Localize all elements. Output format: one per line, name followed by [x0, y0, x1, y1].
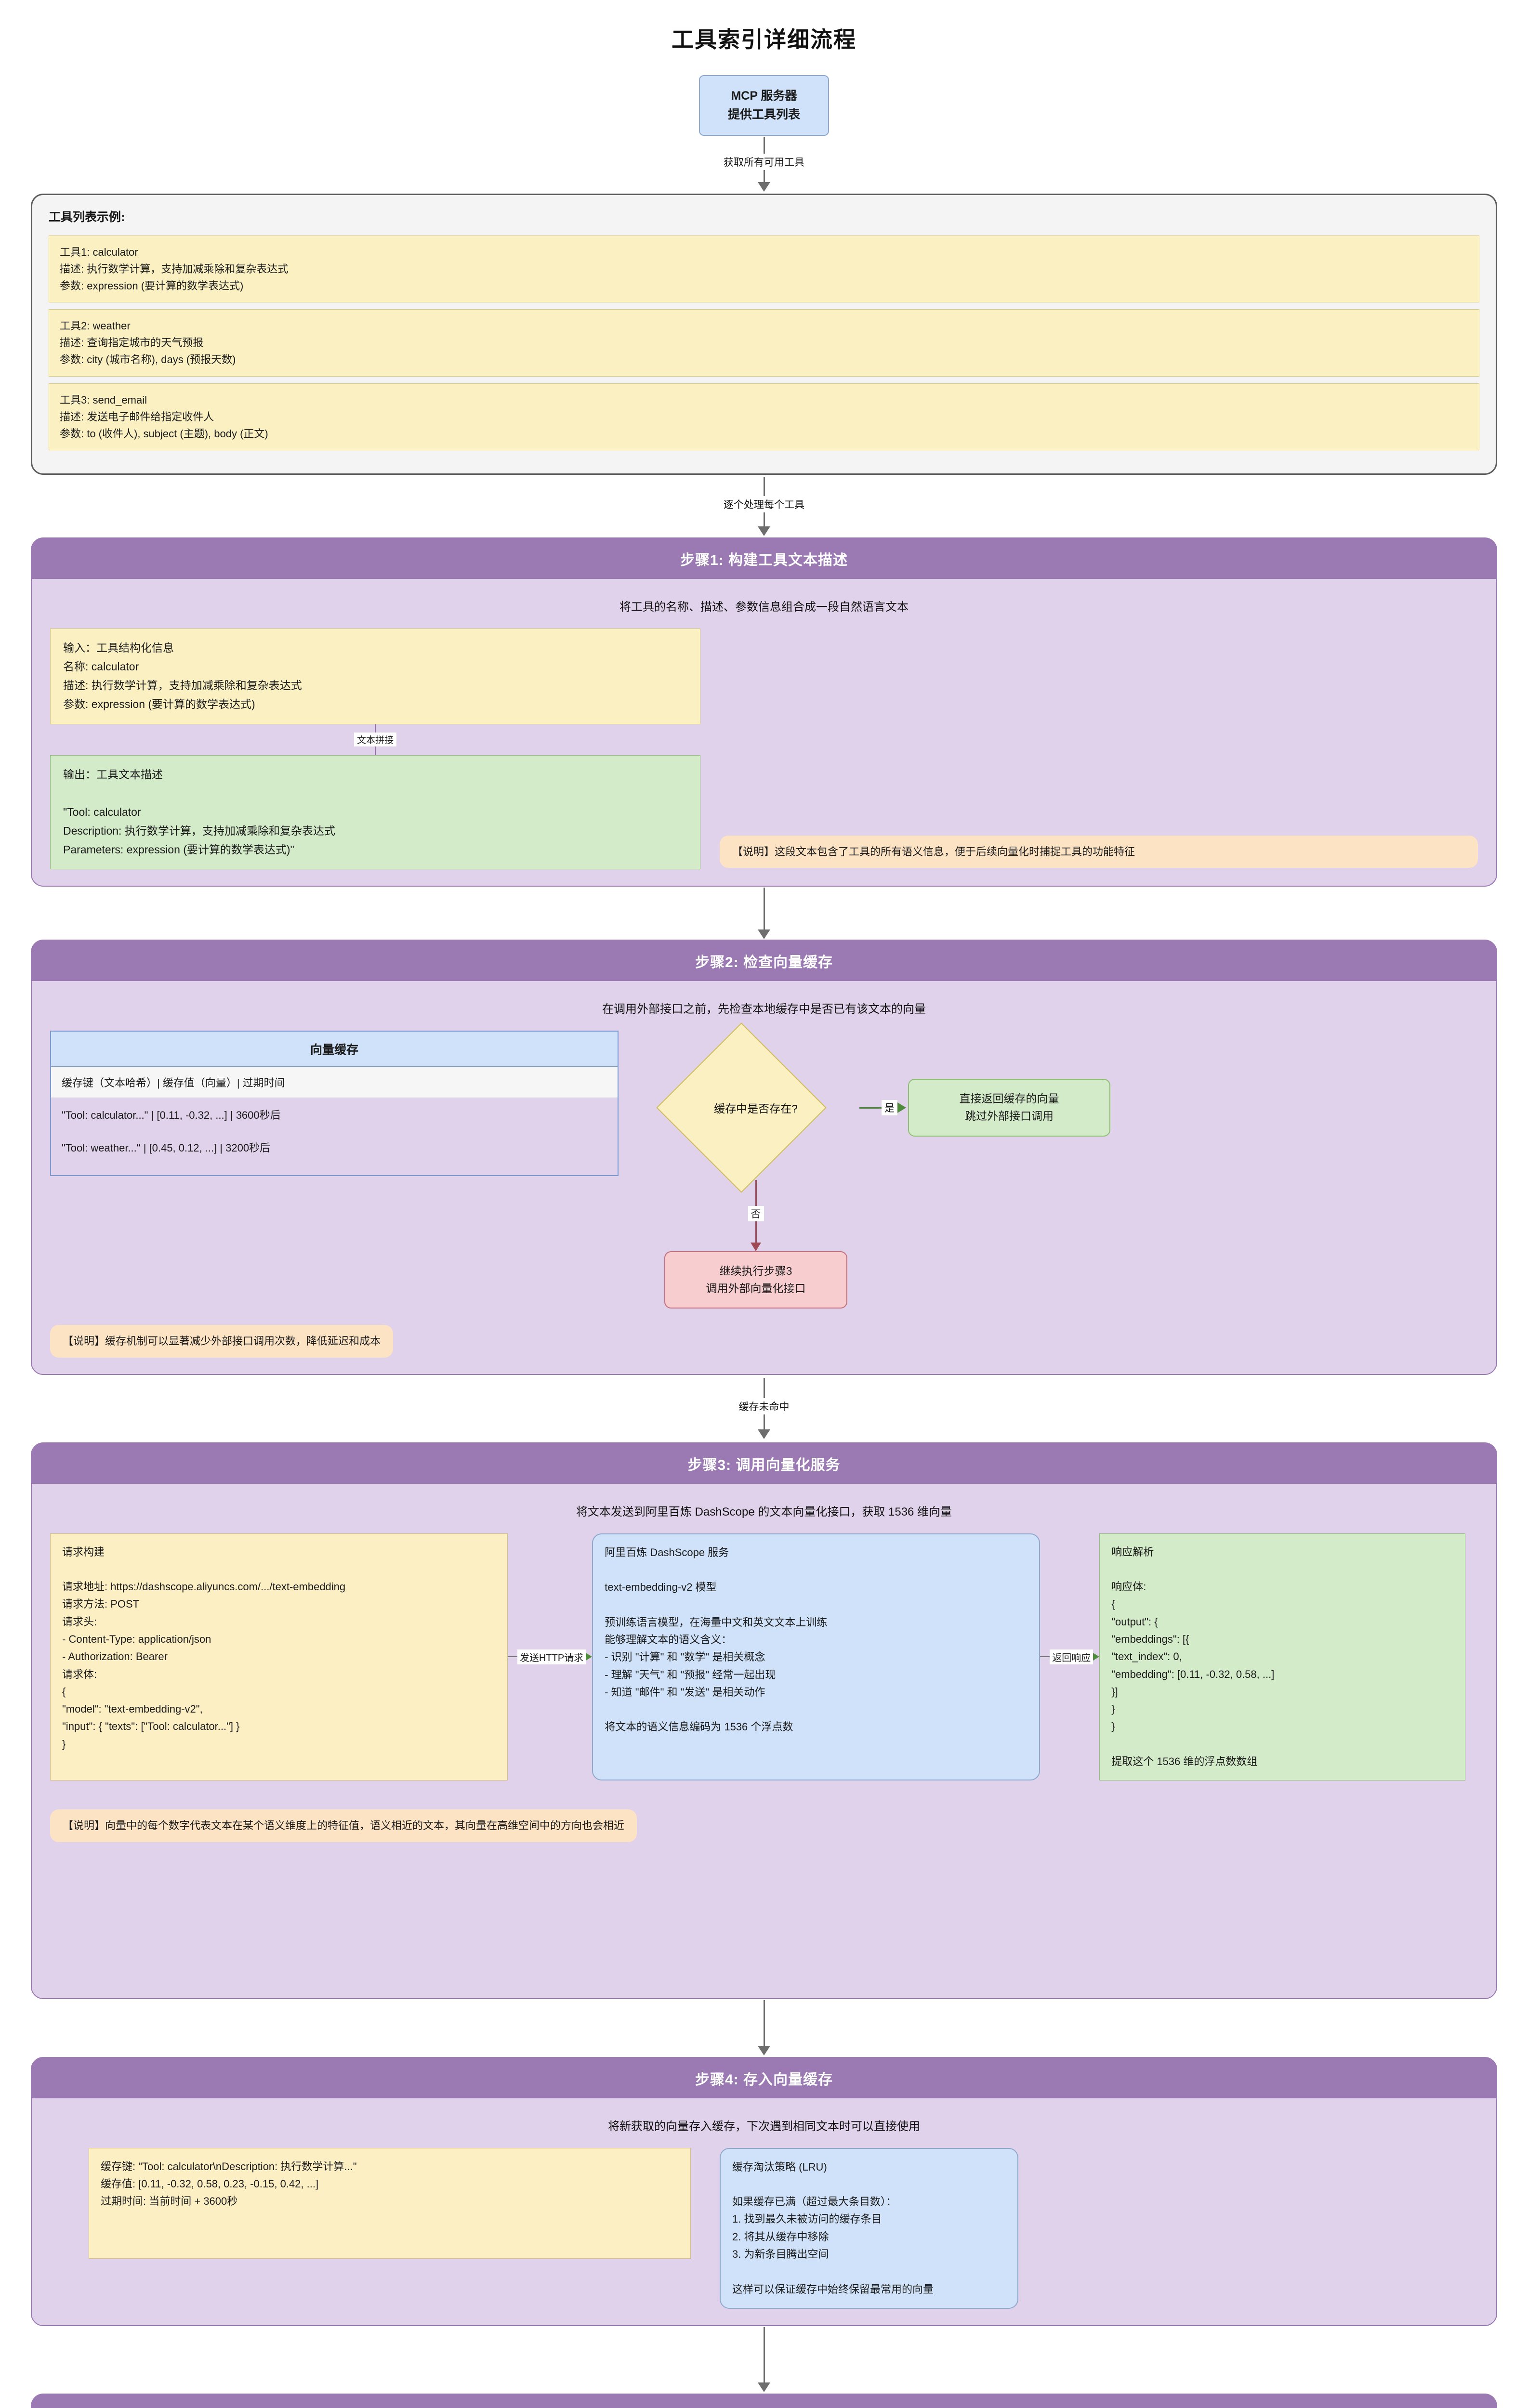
- table-row: "Tool: weather..." | [0.45, 0.12, ...] |…: [62, 1142, 271, 1154]
- step3-description: 将文本发送到阿里百炼 DashScope 的文本向量化接口，获取 1536 维向…: [576, 1505, 952, 1518]
- arrow-label-cache-miss: 缓存未命中: [735, 1398, 793, 1414]
- step1-container: 步骤1: 构建工具文本描述 将工具的名称、描述、参数信息组合成一段自然语言文本 …: [31, 537, 1497, 887]
- step3-request-box: 请求构建 请求地址: https://dashscope.aliyuncs.co…: [50, 1533, 508, 1781]
- step1-note: 【说明】这段文本包含了工具的所有语义信息，便于后续向量化时捕捉工具的功能特征: [720, 836, 1478, 868]
- cache-miss-result-box: 继续执行步骤3 调用外部向量化接口: [664, 1251, 847, 1309]
- arrow-label-text-concat: 文本拼接: [354, 733, 396, 747]
- tool-card: 工具1: calculator 描述: 执行数学计算，支持加减乘除和复杂表达式 …: [49, 235, 1479, 303]
- cache-hit-decision[interactable]: 缓存中是否存在?: [652, 1022, 859, 1193]
- vector-cache-title: 向量缓存: [51, 1032, 618, 1067]
- tool-list-heading: 工具列表示例:: [49, 210, 125, 224]
- step4-container: 步骤4: 存入向量缓存 将新获取的向量存入缓存，下次遇到相同文本时可以直接使用 …: [31, 2056, 1497, 2326]
- tool-card: 工具2: weather 描述: 查询指定城市的天气预报 参数: city (城…: [49, 309, 1479, 377]
- vector-cache-columns: 缓存键（文本哈希）| 缓存值（向量）| 过期时间: [51, 1067, 618, 1099]
- step4-lru-box: 缓存淘汰策略 (LRU) 如果缓存已满（超过最大条目数）： 1. 找到最久未被访…: [720, 2147, 1018, 2309]
- arrow-label-process-each-tool: 逐个处理每个工具: [720, 496, 808, 512]
- arrow-text-concat: 文本拼接: [50, 724, 700, 755]
- arrow-no-branch: 否: [652, 1180, 859, 1252]
- arrow-yes-branch: 是: [859, 1100, 906, 1116]
- step5-container: 步骤5: 添加到向量索引 将工具信息和对应的向量存入向量索引，用于后续的相似度搜…: [31, 2393, 1497, 2408]
- step4-description: 将新获取的向量存入缓存，下次遇到相同文本时可以直接使用: [608, 2120, 920, 2133]
- step1-description: 将工具的名称、描述、参数信息组合成一段自然语言文本: [619, 601, 909, 614]
- step1-output-box: 输出：工具文本描述 "Tool: calculator Description:…: [50, 755, 700, 870]
- step5-header: 步骤5: 添加到向量索引: [32, 2394, 1496, 2408]
- step3-container: 步骤3: 调用向量化服务 将文本发送到阿里百炼 DashScope 的文本向量化…: [31, 1442, 1497, 1999]
- step2-note: 【说明】缓存机制可以显著减少外部接口调用次数，降低延迟和成本: [50, 1325, 394, 1358]
- arrow-step1-to-step2: [0, 887, 1528, 940]
- arrow-to-tool-list: 获取所有可用工具: [0, 136, 1528, 194]
- arrow-step4-to-step5: [0, 2326, 1528, 2394]
- start-node-wrapper: MCP 服务器 提供工具列表: [0, 75, 1528, 136]
- tool-card: 工具3: send_email 描述: 发送电子邮件给指定收件人 参数: to …: [49, 383, 1479, 451]
- start-node-mcp-server[interactable]: MCP 服务器 提供工具列表: [699, 75, 829, 136]
- table-row: "Tool: calculator..." | [0.11, -0.32, ..…: [62, 1109, 281, 1122]
- step4-cache-entry-box: 缓存键: "Tool: calculator\nDescription: 执行数…: [89, 2147, 691, 2259]
- step3-response-box: 响应解析 响应体: { "output": { "embeddings": [{…: [1099, 1533, 1466, 1781]
- tool-list-subgraph: 工具列表示例: 工具1: calculator 描述: 执行数学计算，支持加减乘…: [31, 193, 1497, 475]
- arrow-return-response: 返回响应: [1040, 1649, 1100, 1664]
- step3-note: 【说明】向量中的每个数字代表文本在某个语义维度上的特征值，语义相近的文本，其向量…: [50, 1809, 637, 1842]
- step3-header: 步骤3: 调用向量化服务: [32, 1443, 1496, 1484]
- step2-container: 步骤2: 检查向量缓存 在调用外部接口之前，先检查本地缓存中是否已有该文本的向量…: [31, 940, 1497, 1375]
- arrow-label-get-tools: 获取所有可用工具: [720, 154, 808, 170]
- step2-description: 在调用外部接口之前，先检查本地缓存中是否已有该文本的向量: [602, 1003, 926, 1016]
- step1-input-box: 输入：工具结构化信息 名称: calculator 描述: 执行数学计算，支持加…: [50, 628, 700, 724]
- step3-service-box: 阿里百炼 DashScope 服务 text-embedding-v2 模型 预…: [592, 1533, 1041, 1781]
- arrow-to-step1: 逐个处理每个工具: [0, 475, 1528, 537]
- arrow-label-yes: 是: [882, 1100, 897, 1116]
- arrow-label-return-response: 返回响应: [1050, 1649, 1093, 1664]
- arrow-step2-to-step3: 缓存未命中: [0, 1375, 1528, 1442]
- arrow-label-send-http: 发送HTTP请求: [517, 1649, 586, 1664]
- arrow-label-no: 否: [748, 1206, 764, 1222]
- arrow-step3-to-step4: [0, 1999, 1528, 2057]
- step4-header: 步骤4: 存入向量缓存: [32, 2057, 1496, 2098]
- page-title: 工具索引详细流程: [672, 27, 856, 52]
- vector-cache-table: 向量缓存 缓存键（文本哈希）| 缓存值（向量）| 过期时间 "Tool: cal…: [50, 1031, 619, 1177]
- cache-hit-result-box: 直接返回缓存的向量 跳过外部接口调用: [908, 1079, 1110, 1137]
- step1-header: 步骤1: 构建工具文本描述: [32, 538, 1496, 579]
- start-node-line2: 提供工具列表: [727, 107, 800, 121]
- step2-header: 步骤2: 检查向量缓存: [32, 941, 1496, 982]
- start-node-line1: MCP 服务器: [731, 89, 797, 103]
- arrow-send-http: 发送HTTP请求: [508, 1649, 593, 1664]
